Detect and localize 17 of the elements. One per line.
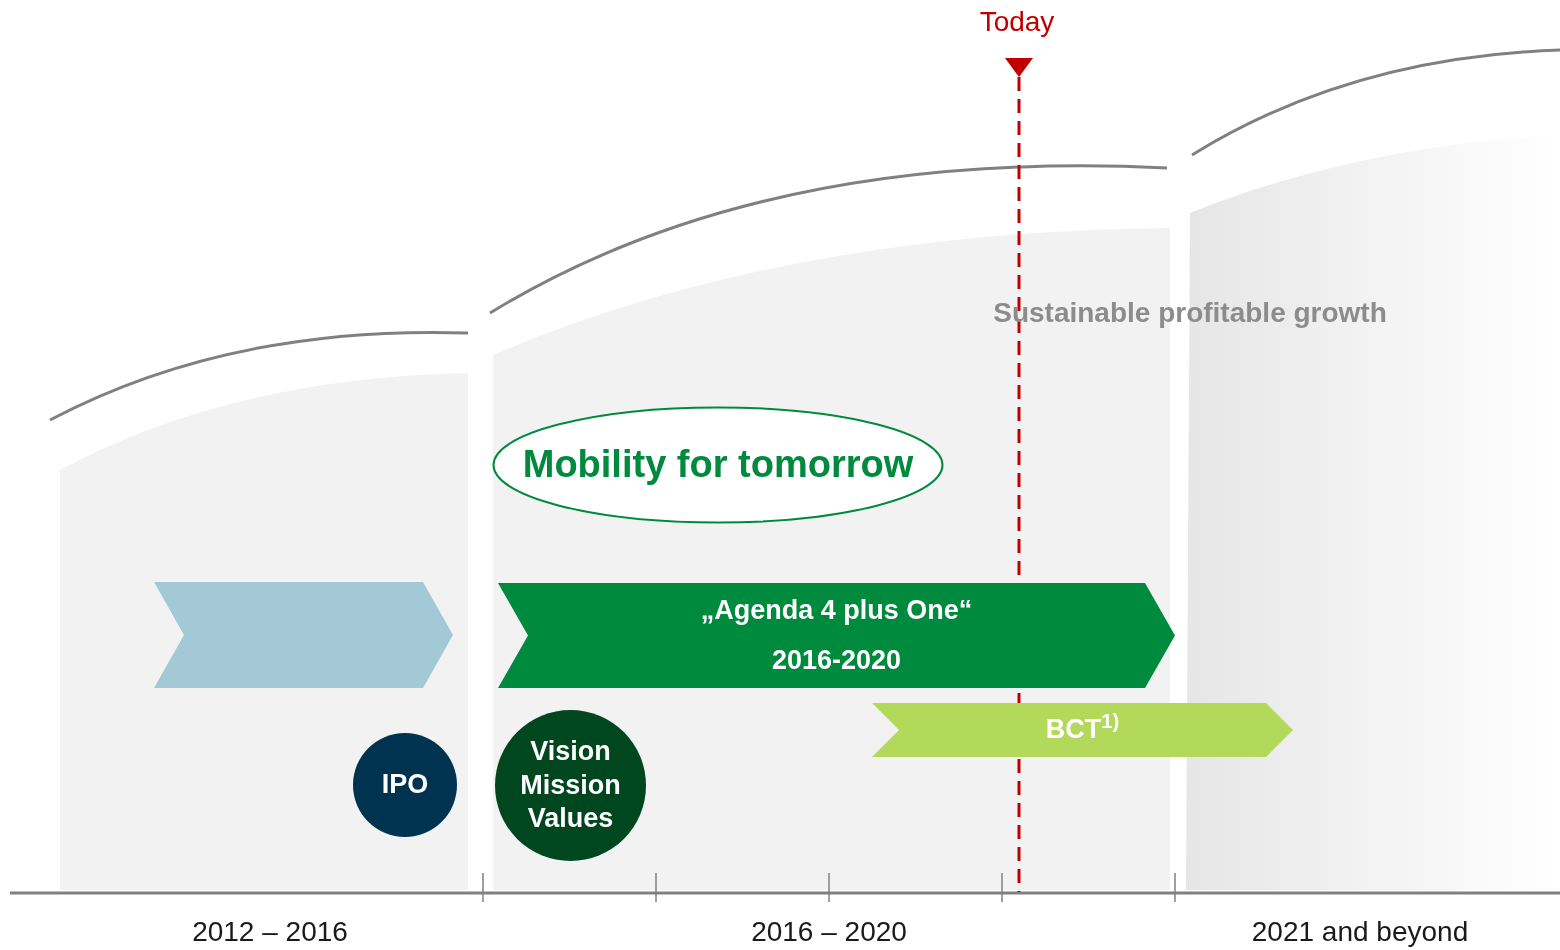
node-text: IPO [380,768,430,802]
today-label: Today [978,5,1056,39]
chevron-arrow [154,582,453,688]
node-text: „Agenda 4 plus One“ [700,593,973,627]
period-label: 2021 and beyond [1250,915,1470,949]
period-label: 2012 – 2016 [191,915,349,949]
node-text: Mobility for tomorrow [522,442,914,488]
chevron-arrow [872,703,1293,757]
node-text: Vision Mission Values [519,734,622,836]
node-text: BCT$^{1)}$ [1045,713,1120,747]
period-label: 2016 – 2020 [750,915,908,949]
chevron-arrow [498,583,1175,688]
milestone-circle [495,710,646,861]
node-text: 2016-2020 [771,643,902,677]
title-ellipse [492,406,944,524]
milestone-circle [353,733,457,837]
growth-label: Sustainable profitable growth [992,296,1388,330]
